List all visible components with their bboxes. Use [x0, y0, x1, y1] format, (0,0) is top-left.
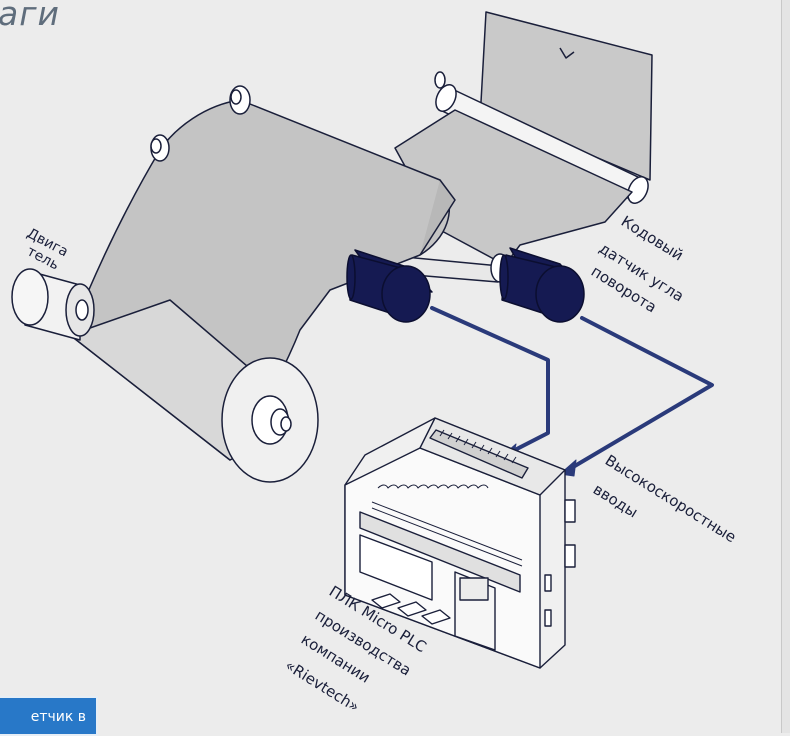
- top-left-roller: [150, 85, 251, 162]
- encoder-cables: [430, 306, 714, 472]
- counter-tab-button[interactable]: етчик в: [0, 696, 98, 736]
- motor: [11, 268, 95, 341]
- back-web: [394, 109, 633, 266]
- plc-device: [344, 417, 576, 669]
- page-heading: аги: [0, 0, 61, 33]
- encoder-right: [499, 247, 585, 323]
- plc-terminals: [371, 429, 523, 567]
- encoder-left: [346, 249, 433, 323]
- scrollbar[interactable]: [781, 0, 790, 733]
- inputs-label-2: вводы: [590, 480, 641, 521]
- supply-roll: [69, 299, 319, 483]
